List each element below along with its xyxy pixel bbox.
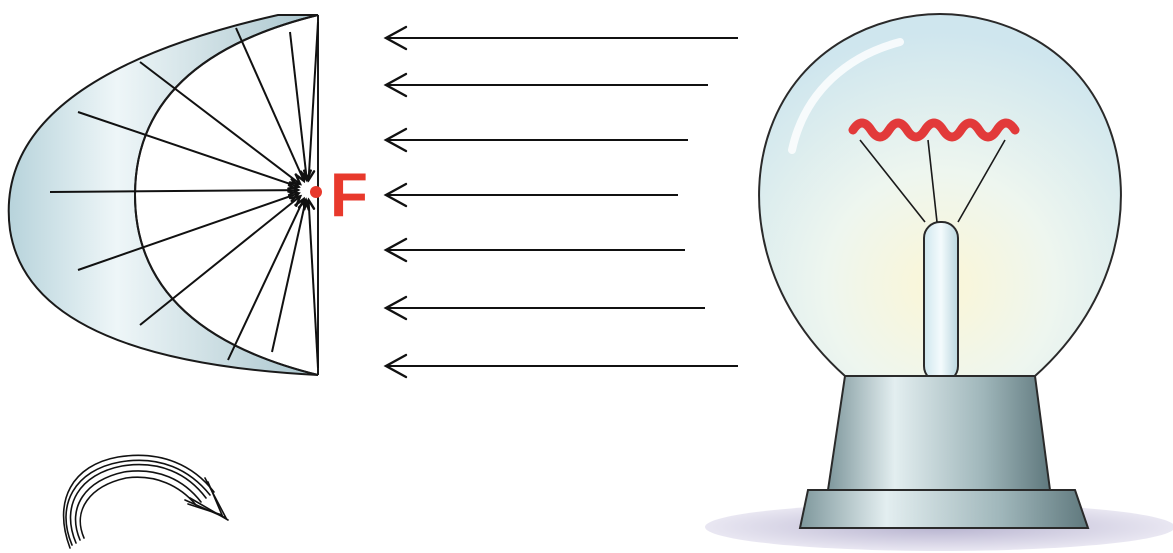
bulb-stem [924,222,958,382]
focus-dot [310,186,322,198]
reflected-ray [290,32,307,180]
concave-mirror-icon [9,15,318,375]
incoming-rays [386,27,738,377]
reflected-ray [140,196,300,325]
reflected-ray [272,200,306,352]
reflected-ray [309,200,318,368]
reflected-ray [140,62,300,184]
reflected-ray [309,22,318,180]
focus-label: F [330,161,368,230]
light-bulb-icon [705,14,1173,551]
reflected-ray [236,28,304,181]
curved-arrow-icon [64,455,228,548]
